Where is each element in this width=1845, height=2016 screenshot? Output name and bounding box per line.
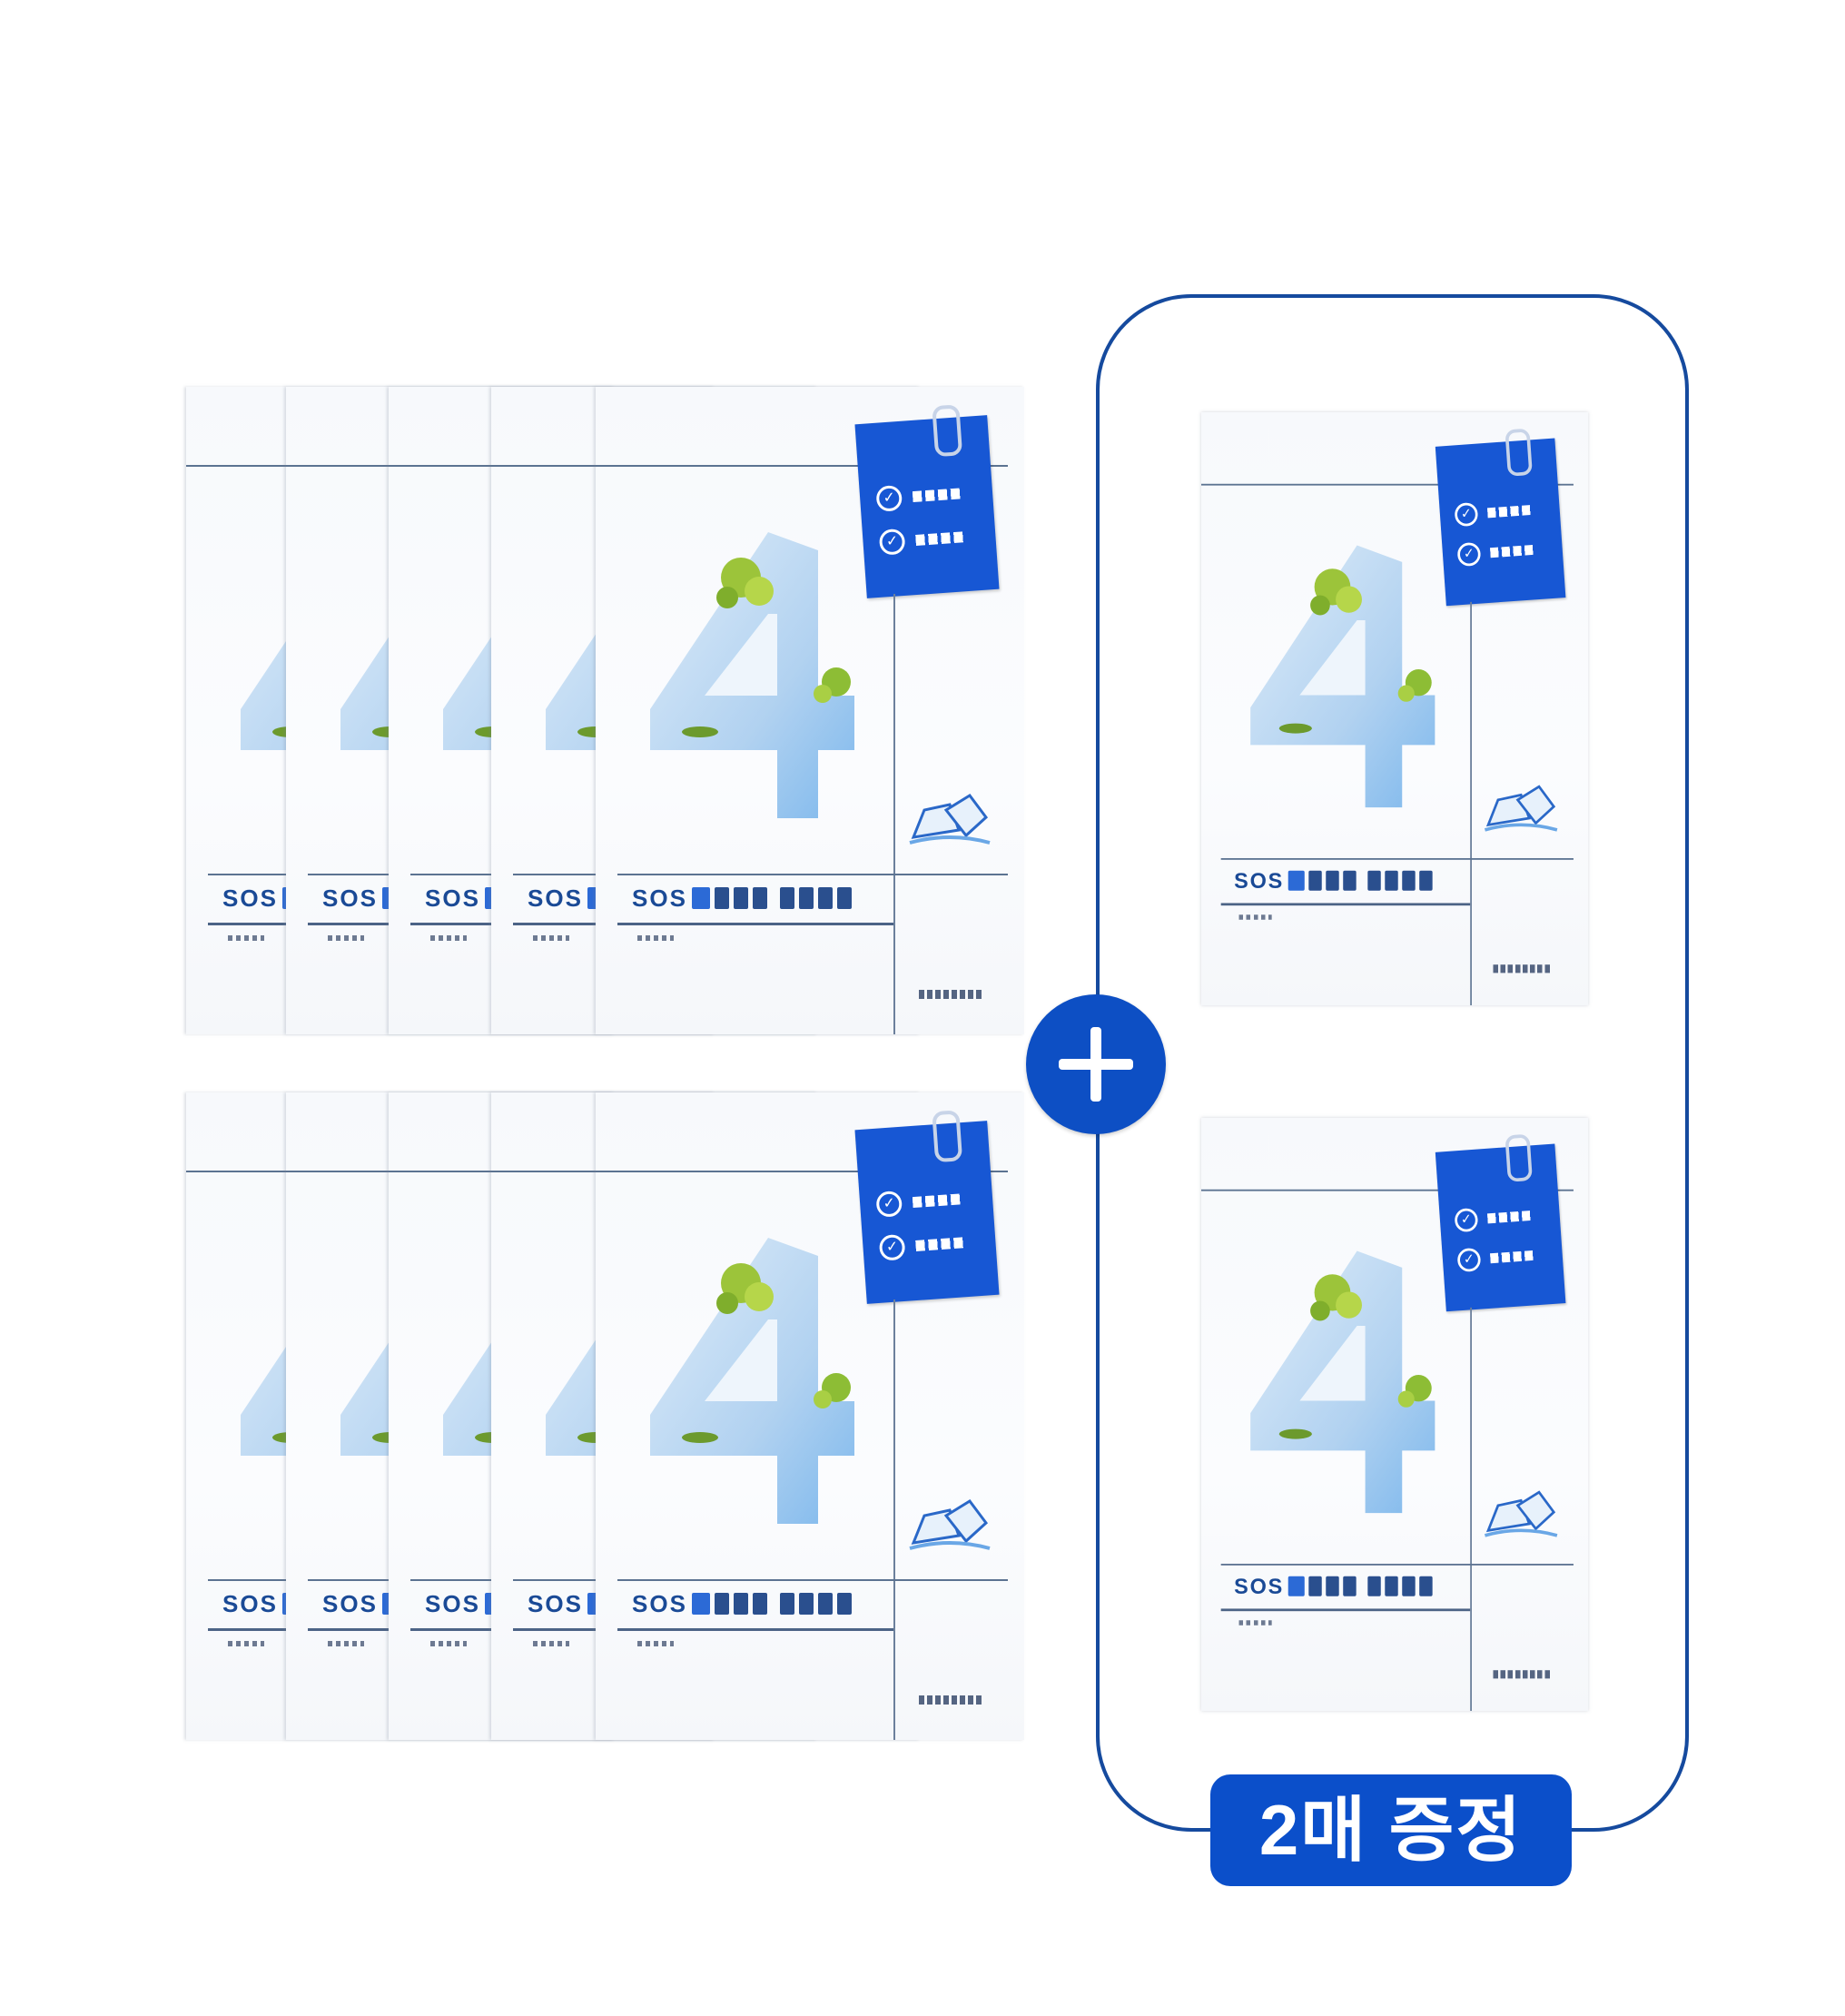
divider bbox=[596, 465, 1008, 467]
card-row: ✓ bbox=[878, 523, 981, 558]
divider bbox=[617, 1579, 1008, 1581]
product-name: SOS bbox=[632, 1590, 853, 1618]
card-text bbox=[915, 531, 965, 546]
product-subtext bbox=[228, 935, 264, 941]
divider bbox=[1220, 857, 1574, 860]
ice-cube-icon bbox=[1482, 1484, 1561, 1540]
ice-cube-icon bbox=[1482, 778, 1561, 835]
divider bbox=[617, 923, 893, 925]
sheet-mask-bonus: ✓ ✓ SOS bbox=[1201, 1118, 1589, 1712]
divider bbox=[1220, 903, 1471, 906]
divider bbox=[596, 1171, 1008, 1172]
product-subtext bbox=[533, 1641, 569, 1646]
check-icon: ✓ bbox=[875, 1190, 903, 1218]
product-name-prefix: SOS bbox=[425, 1590, 480, 1617]
product-name-prefix: SOS bbox=[222, 1590, 278, 1617]
product-name-prefix: SOS bbox=[322, 1590, 378, 1617]
product-name-prefix: SOS bbox=[1234, 1573, 1285, 1599]
product-subtext bbox=[328, 1641, 364, 1646]
card-text bbox=[915, 1237, 965, 1251]
product-subtext bbox=[1238, 914, 1272, 920]
divider bbox=[617, 1628, 893, 1631]
product-name: SOS bbox=[632, 884, 853, 913]
divider bbox=[1220, 1563, 1574, 1566]
ice-cube-icon bbox=[906, 786, 993, 848]
product-name-prefix: SOS bbox=[222, 884, 278, 912]
paperclip-icon bbox=[932, 404, 963, 458]
plus-icon bbox=[1026, 994, 1166, 1134]
card-row: ✓ bbox=[878, 1229, 981, 1263]
number-four-graphic bbox=[632, 514, 886, 841]
number-four-graphic bbox=[1234, 529, 1464, 828]
number-four-graphic bbox=[1234, 1234, 1464, 1534]
product-name-prefix: SOS bbox=[528, 884, 583, 912]
brand-mark bbox=[1493, 964, 1553, 973]
product-subtext bbox=[430, 1641, 467, 1646]
number-four-graphic bbox=[632, 1220, 886, 1547]
divider bbox=[1201, 1189, 1574, 1191]
product-subtext bbox=[637, 1641, 674, 1646]
divider bbox=[1470, 601, 1472, 1006]
product-subtext bbox=[228, 1641, 264, 1646]
brand-mark bbox=[1493, 1670, 1553, 1679]
brand-mark bbox=[919, 1695, 984, 1705]
product-subtext bbox=[430, 935, 467, 941]
ice-cube-icon bbox=[906, 1492, 993, 1554]
divider bbox=[1220, 1608, 1471, 1612]
product-name-prefix: SOS bbox=[632, 884, 687, 912]
product-name: SOS bbox=[1234, 1574, 1433, 1599]
bonus-badge: 2매 증정 bbox=[1210, 1774, 1572, 1886]
card-text bbox=[912, 488, 962, 503]
product-subtext bbox=[328, 935, 364, 941]
divider bbox=[1201, 483, 1574, 486]
check-icon: ✓ bbox=[875, 484, 903, 512]
sheet-mask-bonus: ✓ ✓ SOS bbox=[1201, 412, 1589, 1006]
sheet-mask-main: ✓ ✓ SOS bbox=[596, 387, 1024, 1034]
product-subtext bbox=[533, 935, 569, 941]
bonus-frame bbox=[1096, 294, 1689, 1832]
product-name-prefix: SOS bbox=[425, 884, 480, 912]
product-name-prefix: SOS bbox=[1234, 867, 1285, 894]
card-text bbox=[912, 1193, 962, 1209]
divider bbox=[617, 874, 1008, 875]
product-subtext bbox=[1238, 1620, 1272, 1626]
product-name-prefix: SOS bbox=[322, 884, 378, 912]
divider bbox=[1470, 1307, 1472, 1712]
card-row: ✓ bbox=[875, 1185, 977, 1220]
paperclip-icon bbox=[932, 1110, 963, 1163]
product-subtext bbox=[637, 935, 674, 941]
card-row: ✓ bbox=[875, 479, 977, 514]
product-name: SOS bbox=[1234, 868, 1433, 894]
divider bbox=[893, 594, 895, 1034]
product-name-prefix: SOS bbox=[528, 1590, 583, 1617]
divider bbox=[893, 1300, 895, 1740]
sheet-mask-main: ✓ ✓ SOS bbox=[596, 1092, 1024, 1740]
product-name-prefix: SOS bbox=[632, 1590, 687, 1617]
brand-mark bbox=[919, 990, 984, 999]
